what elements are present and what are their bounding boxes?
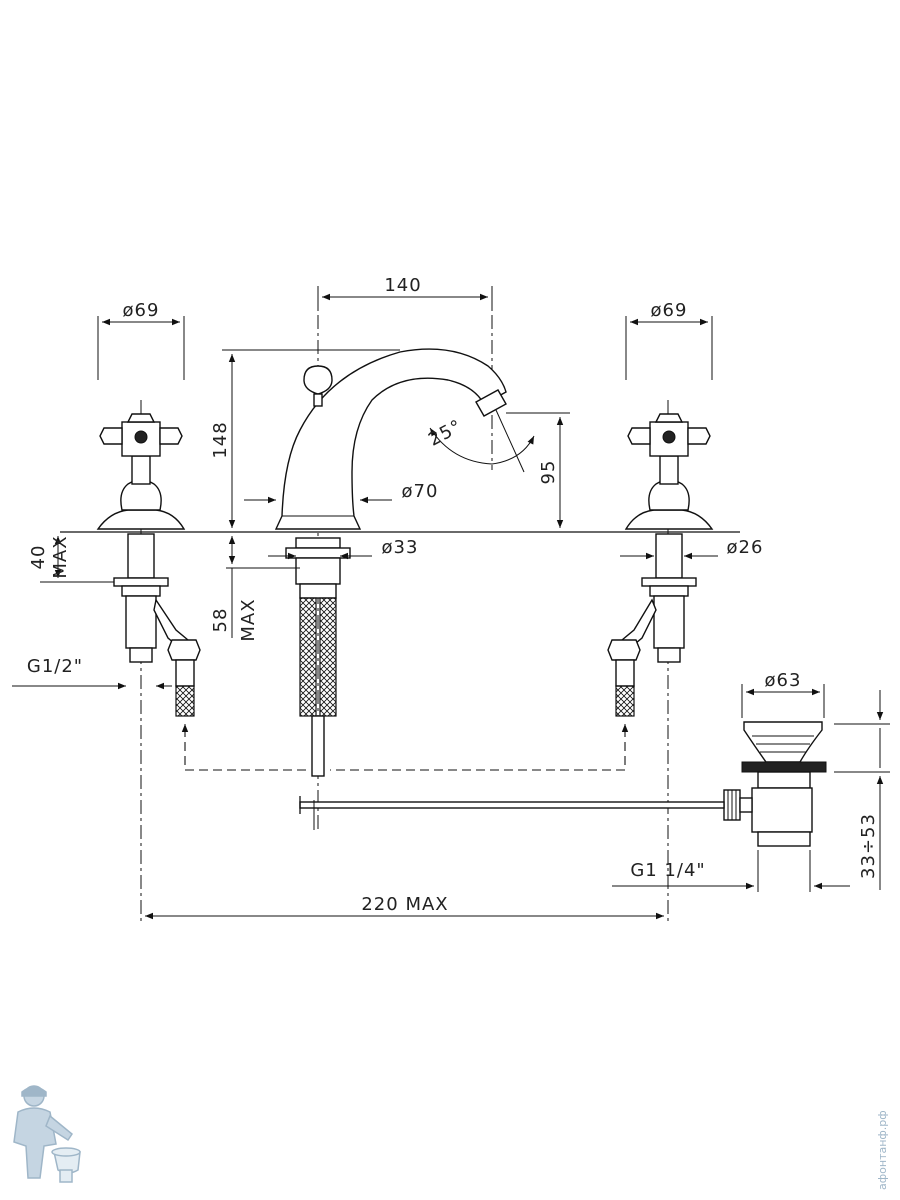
dim-waste-range: 33÷53 xyxy=(858,813,879,879)
dim-spout-angle: 25° xyxy=(425,416,466,451)
dim-valve-shank-diameter: ø26 xyxy=(727,537,764,558)
pop-up-waste xyxy=(723,721,827,847)
dim-spout-height: 148 xyxy=(210,421,231,458)
dim-spout-base-diameter: ø70 xyxy=(402,481,439,502)
dim-waste-thread: G1 1/4" xyxy=(630,860,705,881)
dim-valve-thickness: 40 xyxy=(28,545,49,570)
supply-line-left xyxy=(184,728,306,771)
dim-spout-centers: 140 xyxy=(384,275,421,296)
dim-overall-width: 220 MAX xyxy=(361,894,448,915)
dim-valve-thickness-max: MAX xyxy=(50,535,71,578)
dim-spout-outlet-height: 95 xyxy=(538,460,559,485)
dim-spout-thickness-max: MAX xyxy=(238,598,259,641)
plumber-logo-icon xyxy=(13,1085,81,1183)
dim-spout-thickness: 58 xyxy=(210,608,231,633)
dim-spout-shank-diameter: ø33 xyxy=(382,537,419,558)
dim-inlet-thread: G1/2" xyxy=(27,656,83,677)
dim-waste-diameter: ø63 xyxy=(765,670,802,691)
supply-line-right xyxy=(330,728,626,771)
pop-up-rod xyxy=(299,801,725,809)
left-valve xyxy=(96,413,201,717)
dimension-lines xyxy=(12,286,890,920)
right-valve xyxy=(607,413,714,717)
spout xyxy=(274,348,507,777)
site-watermark: афонтанф.рф xyxy=(876,1110,889,1190)
dim-handle-left-diameter: ø69 xyxy=(123,300,160,321)
dim-handle-right-diameter: ø69 xyxy=(651,300,688,321)
